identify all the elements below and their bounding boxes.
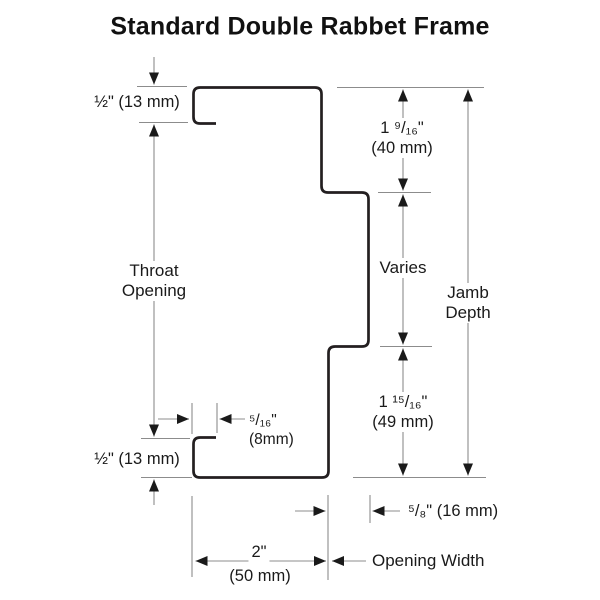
dim-backbend-mm: (8mm) [249,431,294,448]
dim-rabbet-top-label: 1 ⁹/₁₆" (40 mm) [368,118,436,158]
dim-rabbet-bottom-mm: (49 mm) [372,413,434,431]
dim-stop-height-label: Varies [376,258,430,278]
dim-return-bottom-label: ½" (13 mm) [94,450,180,468]
dim-throat-opening-line1: Throat [129,261,179,280]
dim-jamb-depth-label: Jamb Depth [442,283,494,323]
dim-backbend-inches: ⁵/₁₆" [249,412,277,429]
dim-rabbet-top-inches: 1 ⁹/₁₆" [380,119,424,137]
dim-jamb-depth-line1: Jamb [447,283,489,302]
dim-face-width-inches: 2" [248,542,270,562]
dimension-lines [149,57,473,566]
dim-backbend-label: ⁵/₁₆" (8mm) [249,411,294,449]
frame-profile-outline [192,86,370,479]
extension-lines [137,85,486,580]
dim-rabbet-bottom-inches: 1 ¹⁵/₁₆" [378,393,428,411]
dim-jamb-depth-line2: Depth [445,303,491,322]
dim-face-width-mm: (50 mm) [229,567,291,585]
diagram-title: Standard Double Rabbet Frame [110,12,490,41]
dim-return-top-label: ½" (13 mm) [94,93,180,111]
dim-throat-opening-label: Throat Opening [118,261,190,301]
dim-stop-width-label: ⁵/₈" (16 mm) [408,502,499,520]
dim-throat-opening-line2: Opening [121,281,187,300]
dim-opening-width-label: Opening Width [372,551,485,570]
dim-rabbet-bottom-label: 1 ¹⁵/₁₆" (49 mm) [369,392,437,432]
dim-rabbet-top-mm: (40 mm) [371,139,433,157]
